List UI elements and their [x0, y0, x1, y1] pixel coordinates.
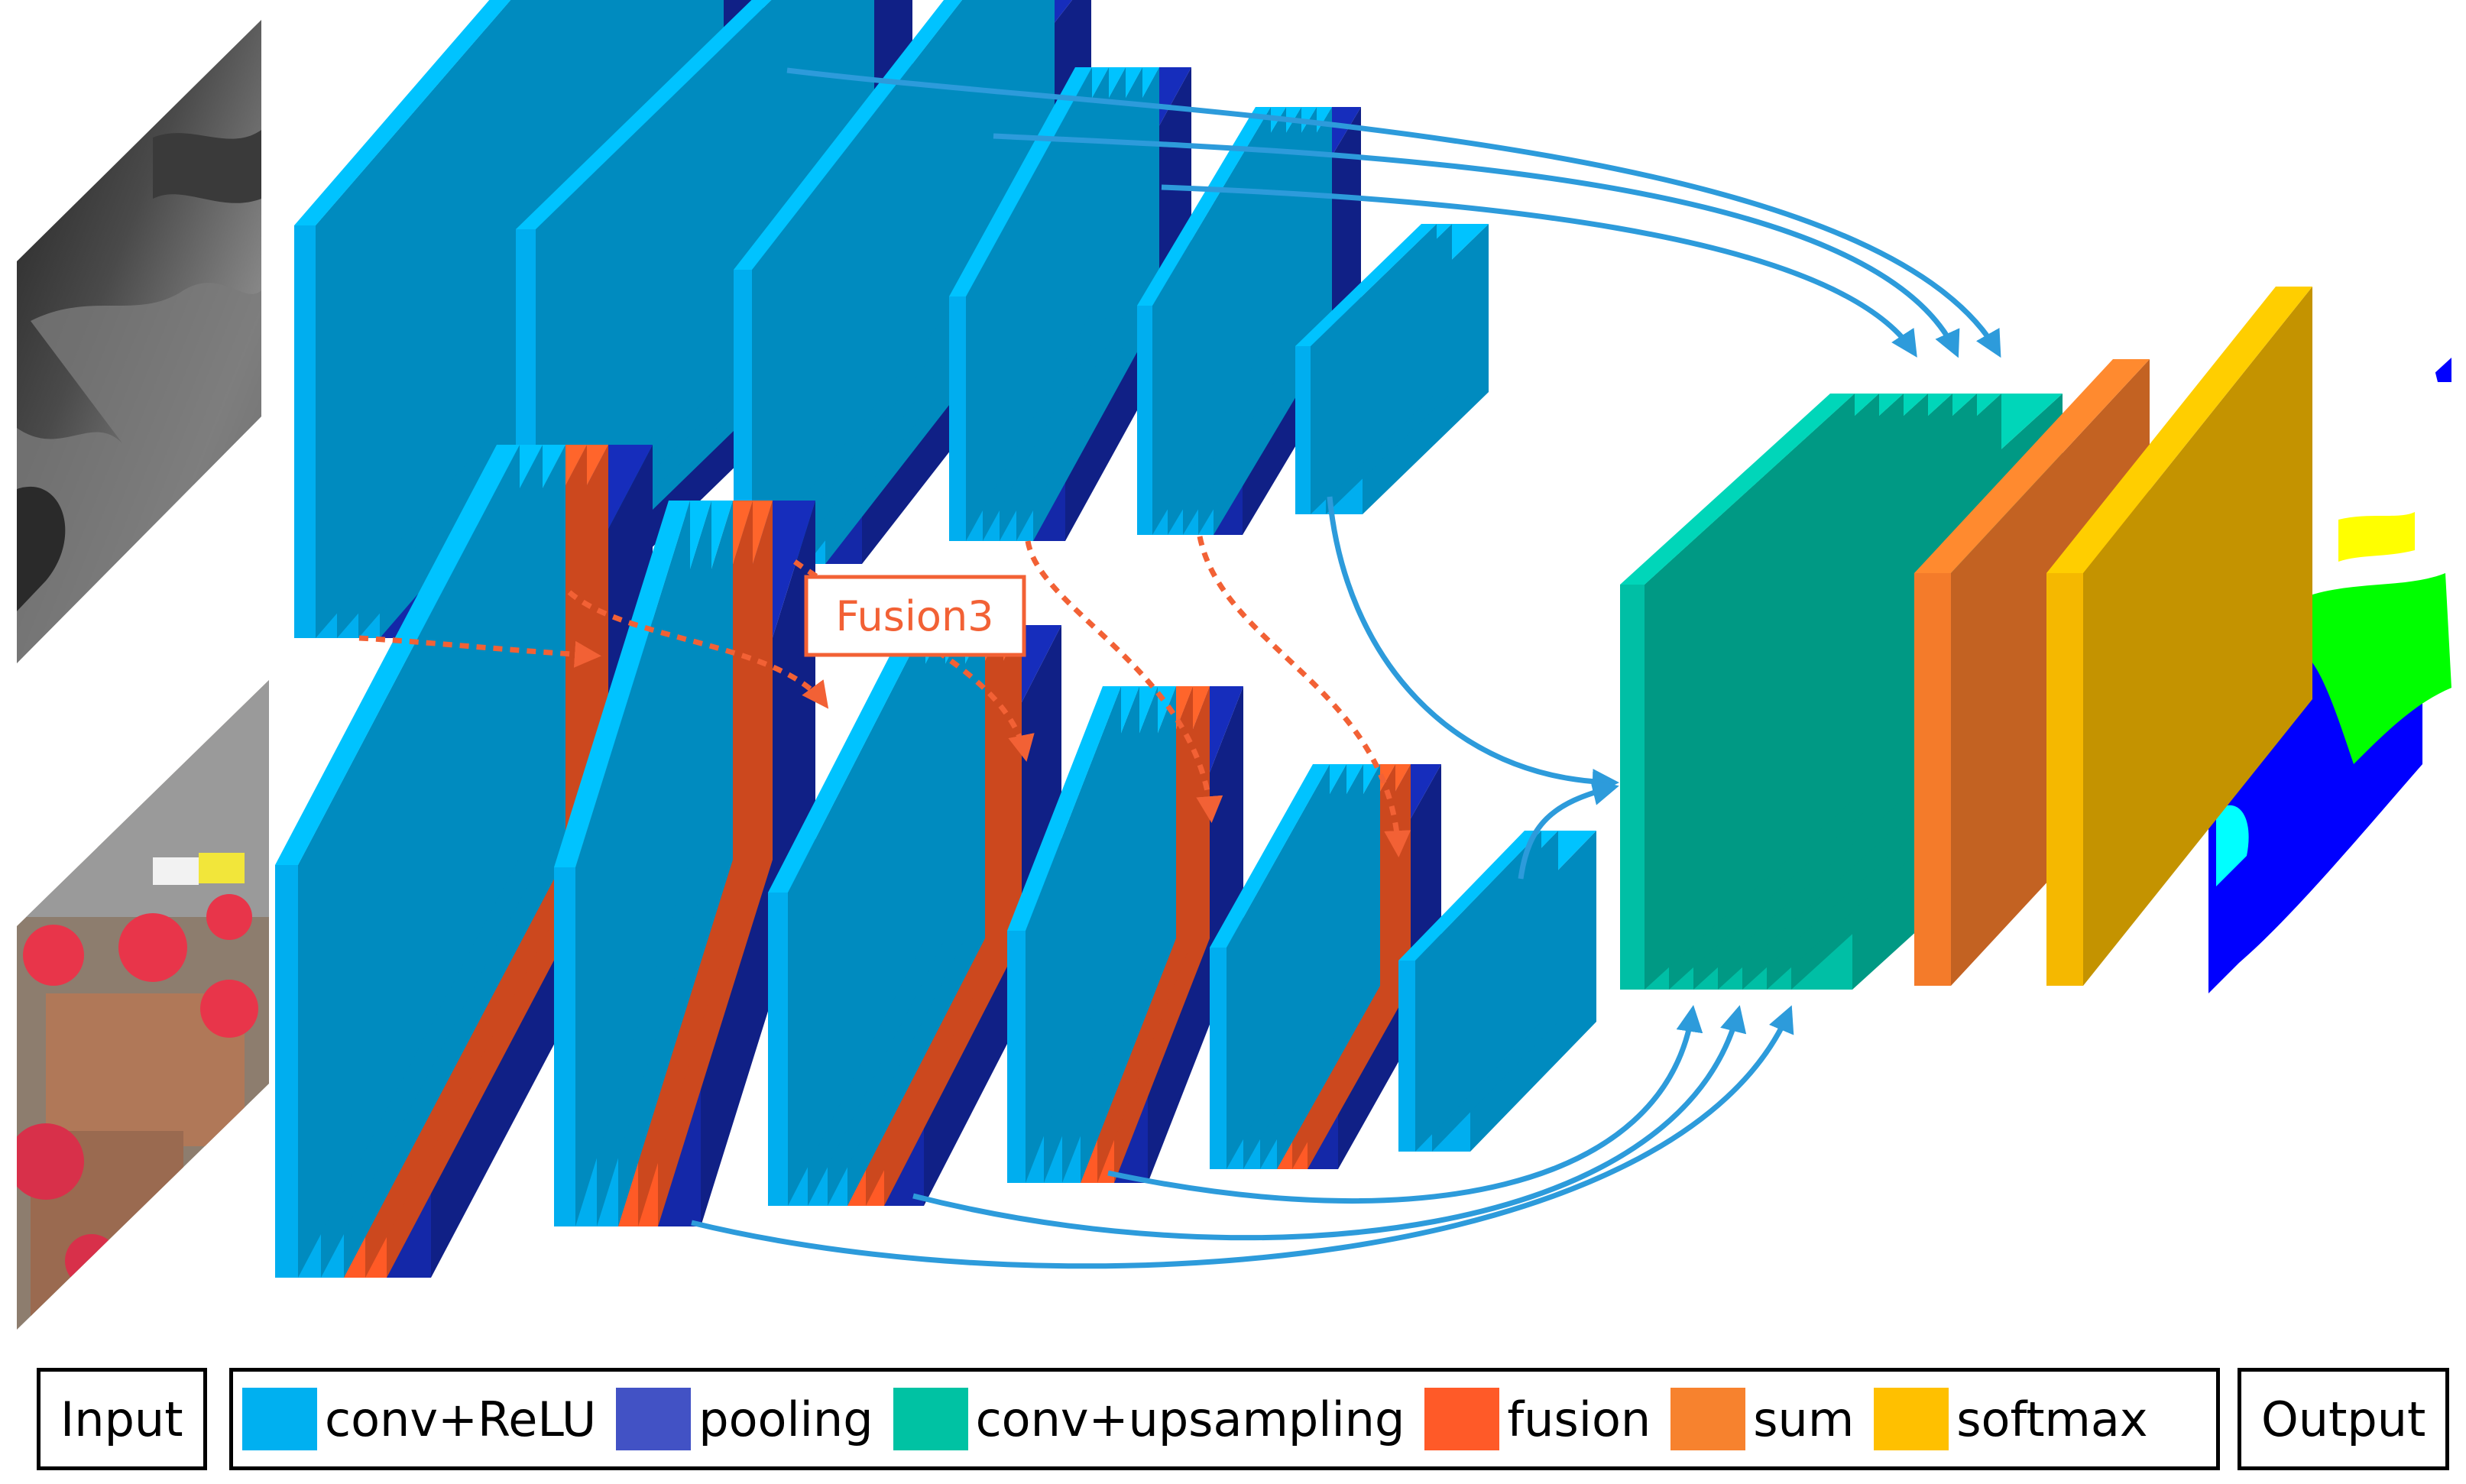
bottom-stage-6-layer-0-front: [1398, 961, 1415, 1152]
top-stage-3-layer-0-top: [734, 0, 963, 270]
top-stage-2-layer-0-top: [516, 0, 772, 229]
skip-arrow-bottom-1: [691, 1005, 1794, 1269]
decoder-stage-layer-0-side: [1645, 394, 1855, 990]
top-stage-4-layer-0-side: [966, 67, 1092, 541]
bottom-stage-3-layer-0-front: [768, 893, 788, 1206]
legend-swatch-fusion: [1424, 1388, 1500, 1450]
sum-layer-front: [1914, 573, 1951, 986]
softmax-layer-side: [2083, 287, 2312, 986]
skip-arrows-top: [786, 67, 2001, 795]
bottom-stage-4-layer-0-front: [1007, 931, 1026, 1183]
input-depth-image: [17, 20, 261, 663]
top-stage-6-layer-0-side: [1311, 224, 1437, 514]
bottom-stage-4-layer-0-side: [1026, 686, 1121, 1183]
bottom-stage-2-layer-0-side: [575, 501, 690, 1226]
legend-output-label: Output: [2261, 1391, 2426, 1447]
legend-label-conv-upsampling: conv+upsampling: [975, 1391, 1405, 1447]
bottom-stage-2-layer-0-top: [554, 501, 690, 867]
top-stage-6-layer-0-top: [1295, 224, 1437, 346]
skip-arrow-bottom-2: [912, 1005, 1747, 1241]
bottom-stage-5-layer-0-top: [1210, 764, 1330, 948]
bottom-stage-5-layer-0-front: [1210, 948, 1227, 1169]
top-stage-5-layer-0-side: [1152, 107, 1271, 535]
fusion-arrow-5: [1197, 536, 1411, 857]
skip-arrow-top-3: [1161, 184, 1917, 358]
fusion-arrow-2: [567, 590, 829, 709]
legend-swatch-softmax: [1874, 1388, 1949, 1450]
top-stage-6-layer-0-front: [1295, 346, 1311, 514]
legend-item-conv-relu: conv+ReLU: [233, 1388, 596, 1450]
legend-item-fusion: fusion: [1415, 1388, 1651, 1450]
softmax-layer-front: [2046, 573, 2083, 986]
fusion3-label: Fusion3: [804, 575, 1026, 657]
legend-item-softmax: softmax: [1865, 1388, 2148, 1450]
bottom-stage-2-layer-0-front: [554, 867, 575, 1226]
top-stage-5-layer-0-top: [1137, 107, 1271, 306]
legend-input-label: Input: [60, 1391, 183, 1447]
bottom-stage-3-layer-0-side: [788, 625, 925, 1206]
top-stage-4-layer-0-top: [949, 67, 1092, 296]
decoder-stage-layer-0-top: [1620, 394, 1855, 585]
bottom-stage-1-layer-0-front: [275, 865, 298, 1278]
sum-layer-top: [1914, 359, 2150, 573]
top-stage-5-layer-0-front: [1137, 306, 1152, 535]
legend-item-conv-upsampling: conv+upsampling: [884, 1388, 1405, 1450]
skip-arrow-top-2: [993, 133, 1960, 358]
legend-label-softmax: softmax: [1956, 1391, 2148, 1447]
bottom-stage-1-layer-0-side: [298, 445, 520, 1278]
skip-arrows-bottom: [691, 779, 1794, 1269]
bottom-stage-1-layer-0-top: [275, 445, 520, 865]
skip-arrow-top-1: [786, 67, 2001, 358]
top-stage-1-layer-0-side: [316, 0, 659, 638]
skip-arrow-bottom-3: [1107, 1005, 1703, 1204]
bottom-stage-6-layer-0-top: [1398, 831, 1541, 961]
top-stage-1-layer-0-front: [294, 225, 316, 638]
legend-box: conv+ReLU pooling conv+upsampling fusion…: [229, 1368, 2220, 1470]
legend-label-fusion: fusion: [1507, 1391, 1651, 1447]
legend-label-conv-relu: conv+ReLU: [325, 1391, 597, 1447]
bottom-stage-3-layer-0-top: [768, 625, 925, 893]
legend-output-box: Output: [2238, 1368, 2450, 1470]
legend-label-pooling: pooling: [698, 1391, 873, 1447]
svg-text:Fusion3: Fusion3: [835, 592, 993, 640]
legend-item-pooling: pooling: [607, 1388, 873, 1450]
top-stage-4-layer-0-front: [949, 296, 966, 541]
top-stage-2-layer-0-side: [536, 0, 815, 565]
legend-swatch-conv-relu: [242, 1388, 317, 1450]
fusion-arrow-1: [358, 635, 601, 668]
input-aerial-image: [17, 680, 269, 1330]
top-stage-1-layer-0-top: [294, 0, 511, 225]
legend-input-box: Input: [37, 1368, 207, 1470]
skip-arrow-deep-top: [1327, 496, 1619, 795]
legend-swatch-conv-upsampling: [893, 1388, 968, 1450]
top-stage-3-layer-0-side: [752, 0, 981, 564]
bottom-stage-4-layer-0-top: [1007, 686, 1121, 931]
top-stage-3-layer-0-front: [734, 270, 752, 564]
skip-arrow-deep-bottom: [1518, 779, 1619, 880]
decoder-stage-layer-0-front: [1620, 585, 1645, 990]
bottom-stage-6-layer-0-side: [1415, 831, 1541, 1152]
legend-label-sum: sum: [1753, 1391, 1855, 1447]
bottom-stage-5-layer-0-side: [1227, 764, 1330, 1169]
legend-swatch-pooling: [616, 1388, 692, 1450]
legend-item-sum: sum: [1661, 1388, 1854, 1450]
softmax-layer-top: [2046, 287, 2312, 573]
legend-swatch-sum: [1670, 1388, 1746, 1450]
